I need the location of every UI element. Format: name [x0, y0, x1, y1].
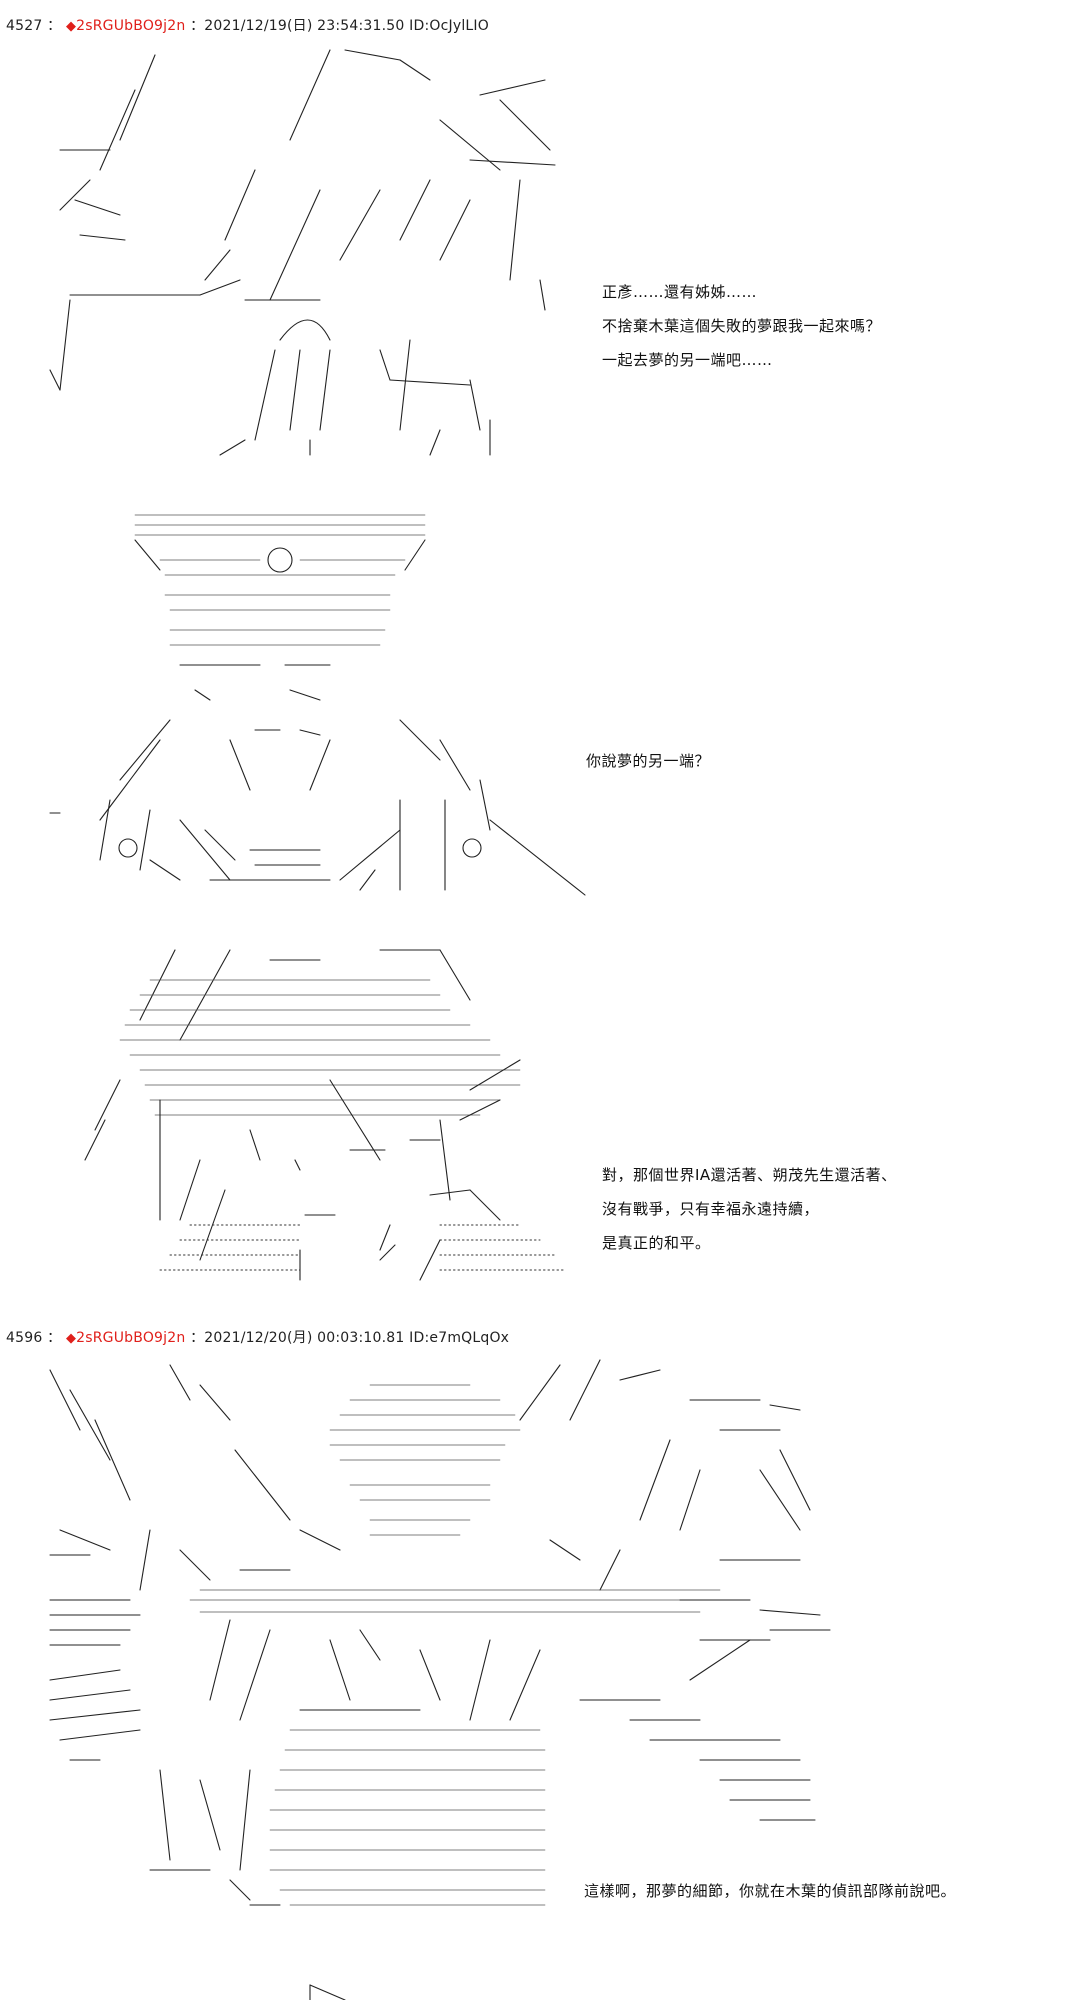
ascii-art-panel-3 [84, 949, 566, 1281]
dialog-line: 你說夢的另一端？ [586, 752, 711, 770]
dialog-line: 一起去夢的另一端吧…… [602, 351, 773, 369]
dialog-line: 這樣啊，那夢的細節，你就在木葉的偵訊部隊前說吧。 [584, 1882, 957, 1900]
post-separator: ： [190, 18, 205, 34]
post-separator: ： [190, 1330, 205, 1346]
dialog-block-4: 這樣啊，那夢的細節，你就在木葉的偵訊部隊前說吧。 [584, 1874, 956, 1908]
ascii-art-panel-1 [49, 49, 556, 456]
dialog-block-3: 對，那個世界IA還活著、朔茂先生還活著、 沒有戰爭，只有幸福永遠持續， 是真正的… [602, 1158, 897, 1260]
post-header-4527: 4527 ： ◆2sRGUbBO9j2n ：2021/12/19(日) 23:5… [6, 15, 489, 35]
post-date: 2021/12/19(日) 23:54:31.50 [204, 18, 405, 34]
trip-diamond-icon: ◆ [65, 19, 77, 34]
post-separator: ： [47, 18, 62, 34]
post-trip[interactable]: 2sRGUbBO9j2n [76, 1330, 186, 1346]
post-id[interactable]: ID:e7mQLqOx [409, 1330, 510, 1346]
ascii-art-panel-2 [49, 514, 586, 896]
dialog-line: 正彥……還有姊姊…… [602, 283, 758, 301]
dialog-line: 沒有戰爭，只有幸福永遠持續， [602, 1200, 820, 1218]
ascii-art-panel-4 [49, 1359, 831, 2000]
dialog-block-2: 你說夢的另一端？ [586, 744, 710, 778]
post-trip[interactable]: 2sRGUbBO9j2n [76, 18, 186, 34]
post-header-4596: 4596 ： ◆2sRGUbBO9j2n ：2021/12/20(月) 00:0… [6, 1327, 509, 1347]
post-number: 4527 [6, 18, 43, 34]
dialog-line: 對，那個世界IA還活著、朔茂先生還活著、 [602, 1166, 897, 1184]
trip-diamond-icon: ◆ [65, 1331, 77, 1346]
post-id[interactable]: ID:OcJylLIO [409, 18, 489, 34]
dialog-line: 是真正的和平。 [602, 1234, 711, 1252]
post-number: 4596 [6, 1330, 43, 1346]
dialog-block-1: 正彥……還有姊姊…… 不捨棄木葉這個失敗的夢跟我一起來嗎？ 一起去夢的另一端吧…… [602, 275, 881, 377]
dialog-line: 不捨棄木葉這個失敗的夢跟我一起來嗎？ [602, 317, 882, 335]
post-separator: ： [47, 1330, 62, 1346]
post-date: 2021/12/20(月) 00:03:10.81 [204, 1330, 405, 1346]
